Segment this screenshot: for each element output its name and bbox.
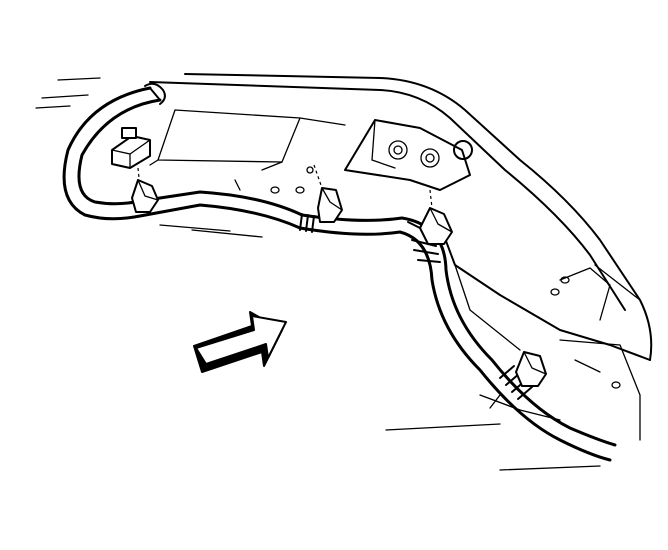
harness-clip [313, 164, 343, 223]
harness-clip [419, 189, 453, 245]
body-panel [149, 73, 653, 441]
motion-lines [35, 77, 601, 471]
harness-clip [515, 351, 547, 387]
harness-connector [111, 127, 151, 189]
harness-clip [131, 179, 159, 213]
direction-arrow [193, 311, 287, 373]
